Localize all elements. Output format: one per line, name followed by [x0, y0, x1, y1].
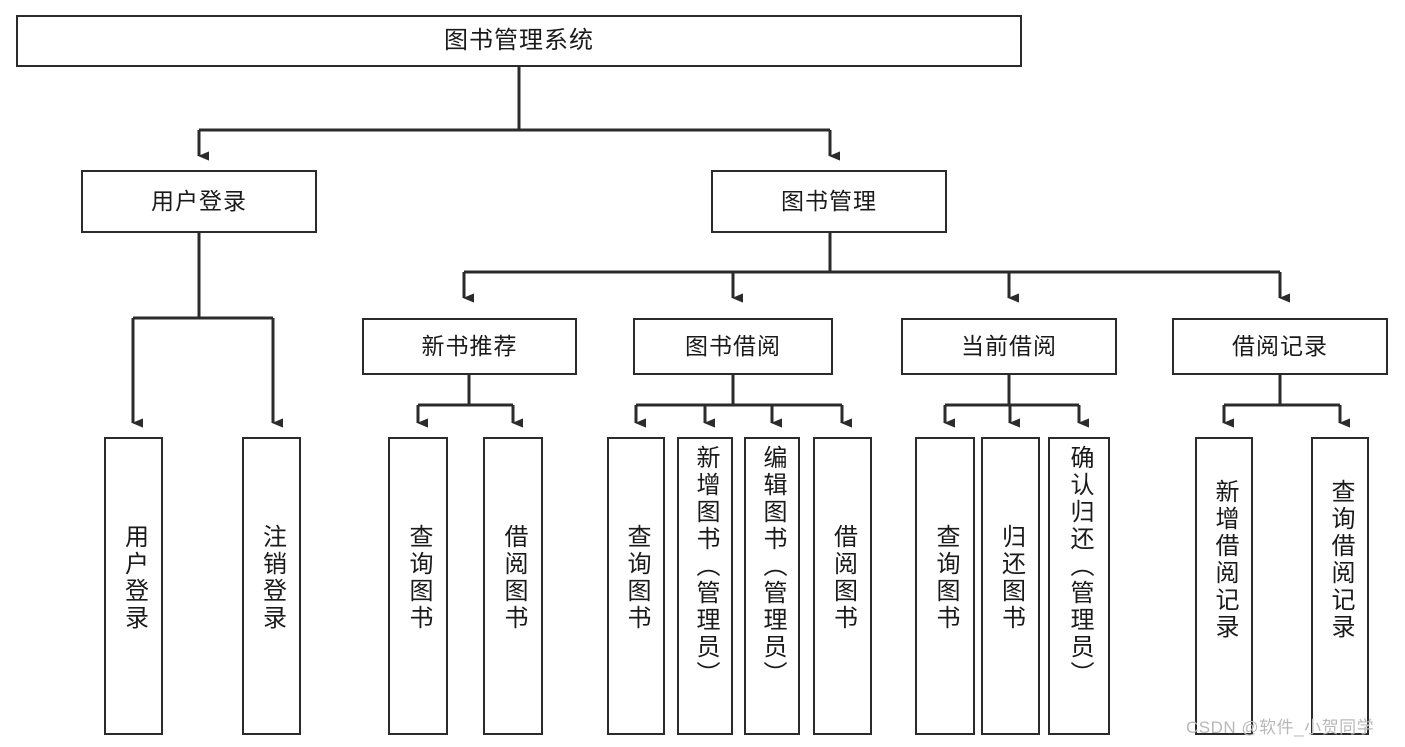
node-leaf-edit-book-label: 编辑图书（管理员）	[759, 445, 786, 688]
node-book-borrow-label: 图书借阅	[685, 332, 781, 359]
node-leaf-query-book-1-label: 查询图书	[405, 524, 432, 632]
node-leaf-query-book-1[interactable]: 查询图书	[388, 437, 448, 735]
node-leaf-edit-book[interactable]: 编辑图书（管理员）	[744, 437, 800, 735]
node-root-label: 图书管理系统	[444, 26, 594, 54]
node-book-borrow[interactable]: 图书借阅	[633, 318, 833, 375]
node-leaf-borrow-book-2[interactable]: 借阅图书	[813, 437, 872, 735]
node-book-manage[interactable]: 图书管理	[711, 170, 947, 233]
node-leaf-add-record-label: 新增借阅记录	[1211, 479, 1238, 641]
node-leaf-borrow-book-2-label: 借阅图书	[829, 524, 857, 632]
node-current-borrow[interactable]: 当前借阅	[901, 318, 1117, 375]
node-leaf-borrow-book-1-label: 借阅图书	[500, 524, 527, 632]
node-leaf-user-login[interactable]: 用户登录	[104, 437, 163, 735]
node-leaf-query-book-2-label: 查询图书	[623, 524, 650, 632]
node-leaf-user-login-label: 用户登录	[120, 524, 148, 632]
node-leaf-return-book-label: 归还图书	[997, 524, 1025, 632]
node-leaf-add-book[interactable]: 新增图书（管理员）	[677, 437, 733, 735]
node-root[interactable]: 图书管理系统	[16, 15, 1022, 67]
node-current-borrow-label: 当前借阅	[961, 332, 1057, 359]
node-borrow-record[interactable]: 借阅记录	[1172, 318, 1388, 375]
node-new-book-rec-label: 新书推荐	[421, 332, 518, 359]
node-leaf-borrow-book-1[interactable]: 借阅图书	[483, 437, 543, 735]
node-book-manage-label: 图书管理	[781, 187, 877, 214]
node-leaf-user-logout-label: 注销登录	[258, 524, 286, 632]
node-user-login[interactable]: 用户登录	[81, 170, 317, 233]
node-leaf-add-book-label: 新增图书（管理员）	[692, 445, 719, 688]
node-borrow-record-label: 借阅记录	[1232, 332, 1328, 359]
node-leaf-query-record[interactable]: 查询借阅记录	[1311, 437, 1369, 735]
node-leaf-confirm-return[interactable]: 确认归还（管理员）	[1048, 437, 1110, 735]
node-leaf-user-logout[interactable]: 注销登录	[242, 437, 301, 735]
node-leaf-query-record-label: 查询借阅记录	[1327, 479, 1354, 641]
node-leaf-add-record[interactable]: 新增借阅记录	[1195, 437, 1253, 735]
node-new-book-rec[interactable]: 新书推荐	[362, 318, 577, 375]
node-leaf-query-book-2[interactable]: 查询图书	[607, 437, 665, 735]
node-user-login-label: 用户登录	[151, 187, 247, 214]
node-leaf-return-book[interactable]: 归还图书	[981, 437, 1040, 735]
node-leaf-confirm-return-label: 确认归还（管理员）	[1066, 445, 1093, 688]
node-leaf-query-book-3[interactable]: 查询图书	[915, 437, 975, 735]
node-leaf-query-book-3-label: 查询图书	[932, 524, 959, 632]
